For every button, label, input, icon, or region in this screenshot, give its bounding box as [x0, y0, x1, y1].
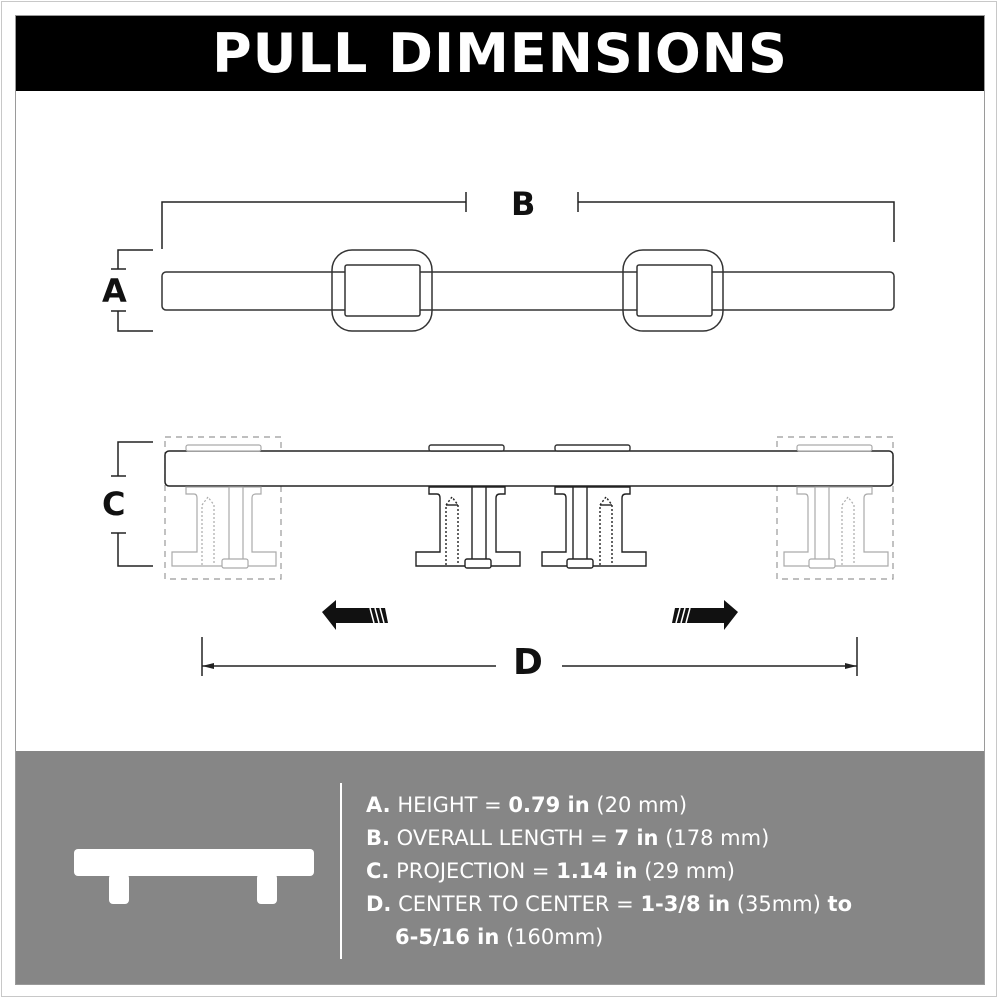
specs-panel: A. HEIGHT = 0.79 in (20 mm) B. OVERALL L… [16, 751, 984, 984]
post-right-ghost [783, 486, 889, 569]
spec-value: 1.14 in [556, 859, 638, 883]
label-c: C [102, 485, 126, 523]
spec-name: OVERALL LENGTH = [396, 826, 608, 850]
spec-letter: B. [366, 826, 390, 850]
post-left-ghost [171, 486, 277, 569]
spec-letter: A. [366, 793, 391, 817]
spec-letter: D. [366, 892, 392, 916]
spec-value: 0.79 in [508, 793, 590, 817]
spec-projection: C. PROJECTION = 1.14 in (29 mm) [366, 855, 852, 888]
left-arrow [322, 600, 388, 630]
spec-name: CENTER TO CENTER = [398, 892, 634, 916]
spec-metric: (35mm) [736, 892, 821, 916]
label-d: D [513, 642, 543, 683]
spec-value: 1-3/8 in [640, 892, 731, 916]
spec-value: 6-5/16 in [395, 925, 500, 949]
spec-letter: C. [366, 859, 390, 883]
spec-center-to-center-continued: 6-5/16 in (160mm) [366, 921, 852, 954]
spec-overall-length: B. OVERALL LENGTH = 7 in (178 mm) [366, 822, 852, 855]
spec-name: HEIGHT = [397, 793, 502, 817]
post-right-center [541, 486, 647, 569]
spec-height: A. HEIGHT = 0.79 in (20 mm) [366, 789, 852, 822]
d-dimension-line [201, 637, 858, 676]
pull-silhouette-icon [74, 849, 314, 904]
panel-divider [340, 783, 342, 959]
page-title: PULL DIMENSIONS [212, 21, 788, 85]
spec-joiner: to [827, 892, 852, 916]
title-bar: PULL DIMENSIONS [16, 16, 984, 91]
label-b: B [511, 185, 536, 223]
post-left-center [415, 486, 521, 569]
spec-metric: (29 mm) [644, 859, 735, 883]
spec-center-to-center: D. CENTER TO CENTER = 1-3/8 in (35mm) to [366, 888, 852, 921]
spec-metric: (160mm) [505, 925, 604, 949]
spec-value: 7 in [614, 826, 659, 850]
right-arrow [672, 600, 738, 630]
specs-list: A. HEIGHT = 0.79 in (20 mm) B. OVERALL L… [366, 789, 852, 954]
label-a: A [102, 272, 127, 310]
spec-metric: (178 mm) [665, 826, 770, 850]
dimension-diagram: B A C D [16, 91, 984, 751]
top-view [111, 192, 895, 332]
diagram-drawing [111, 192, 895, 676]
side-view [111, 436, 894, 580]
spec-name: PROJECTION = [396, 859, 550, 883]
spec-metric: (20 mm) [596, 793, 688, 817]
